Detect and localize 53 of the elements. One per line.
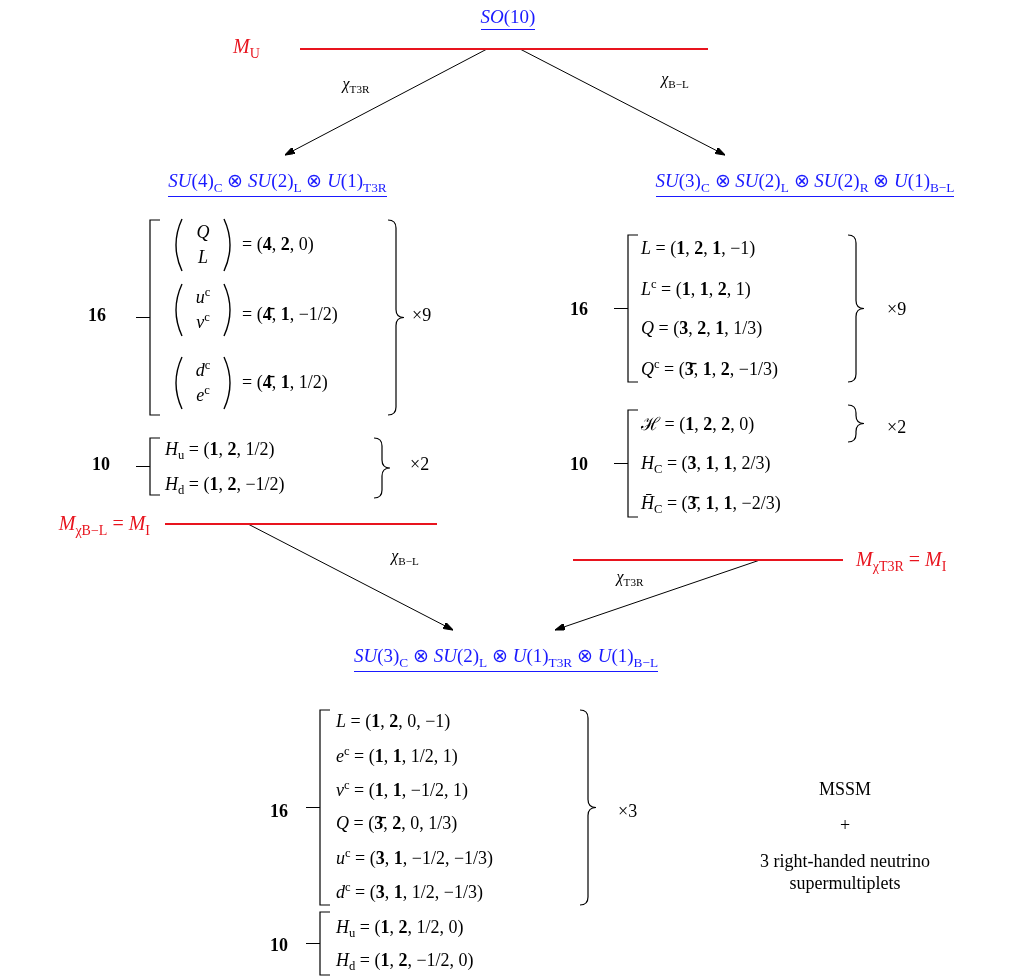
dimension-number: 16	[88, 305, 106, 327]
scale-label: M$_{U}$	[233, 35, 260, 63]
arrow	[284, 48, 488, 156]
field-entry: Q$^{c}$ = (3̄, 1, 2, −1/3)	[641, 357, 778, 381]
note: +	[839, 815, 851, 837]
multiplicity: ×3	[618, 801, 638, 823]
arrow	[247, 523, 454, 631]
field-entry: H$_{u}$ = (1, 2, 1/2)	[165, 438, 275, 464]
group-heading: SU(4)$_{C}$ ⊗ SU(2)$_{L}$ ⊗ U(1)$_{T3R}$	[168, 168, 387, 197]
scale-label: M$_{χB−L}$ = M$_{I}$	[58, 512, 150, 540]
note: 3 right-handed neutrino supermultiplets	[759, 851, 931, 895]
field-entry: Q = (3̄, 2, 0, 1/3)	[336, 813, 458, 835]
multiplicity: ×2	[410, 454, 430, 476]
scale-line	[573, 559, 843, 561]
field-entry: L = (1, 2, 1, −1)	[641, 238, 756, 260]
scale-line	[300, 48, 708, 50]
field-entry: Q = (3, 2, 1, 1/3)	[641, 318, 763, 340]
representation: = (4̄, 1, 1/2)	[242, 372, 328, 394]
dimension-number: 10	[92, 454, 110, 476]
note: MSSM	[819, 779, 871, 801]
arrow	[519, 48, 726, 156]
field-symbol: e$^{c}$	[196, 383, 210, 407]
dimension-number: 10	[570, 454, 588, 476]
field-symbol: Q	[196, 222, 210, 244]
field-entry: H$_{d}$ = (1, 2, −1/2)	[165, 473, 285, 499]
multiplicity: ×9	[412, 305, 432, 327]
field-symbol: L	[198, 247, 208, 269]
group-heading: SU(3)$_{C}$ ⊗ SU(2)$_{L}$ ⊗ U(1)$_{T3R}$ ⊗ U(1)$_{B−L}$	[353, 643, 659, 672]
field-entry: L$^{c}$ = (1, 1, 2, 1)	[641, 277, 751, 301]
field-symbol: u$^{c}$	[195, 285, 211, 309]
scale-line	[165, 523, 437, 525]
multiplicity: ×2	[887, 417, 907, 439]
representation: = (4̄, 1, −1/2)	[242, 304, 338, 326]
field-symbol: d$^{c}$	[195, 358, 211, 382]
dimension-number: 16	[270, 801, 288, 823]
field-entry: L = (1, 2, 0, −1)	[336, 711, 451, 733]
dimension-number: 16	[570, 299, 588, 321]
field-entry: d$^{c}$ = (3, 1, 1/2, −1/3)	[336, 880, 483, 904]
field-entry: H$_{d}$ = (1, 2, −1/2, 0)	[336, 949, 474, 975]
group-heading: SO(10)	[480, 5, 536, 30]
field-entry: e$^{c}$ = (1, 1, 1/2, 1)	[336, 744, 458, 768]
field-entry: ℋ = (1, 2, 2, 0)	[641, 414, 755, 436]
field-entry: H$_{C}$ = (3, 1, 1, 2/3)	[641, 452, 771, 478]
field-symbol: ν$^{c}$	[196, 310, 210, 334]
field-entry: H$_{u}$ = (1, 2, 1/2, 0)	[336, 916, 464, 942]
field-entry: u$^{c}$ = (3, 1, −1/2, −1/3)	[336, 846, 494, 870]
field-entry: ν$^{c}$ = (1, 1, −1/2, 1)	[336, 778, 468, 802]
dimension-number: 10	[270, 935, 288, 957]
multiplicity: ×9	[887, 299, 907, 321]
group-heading: SU(3)$_{C}$ ⊗ SU(2)$_{L}$ ⊗ SU(2)$_{R}$ ⊗ U(1)$_{B−L}$	[655, 168, 955, 197]
representation: = (4, 2, 0)	[242, 234, 314, 256]
scale-label: M$_{χT3R}$ = M$_{I}$	[856, 548, 947, 576]
field-entry: H̄$_{C}$ = (3̄, 1, 1, −2/3)	[641, 492, 781, 518]
